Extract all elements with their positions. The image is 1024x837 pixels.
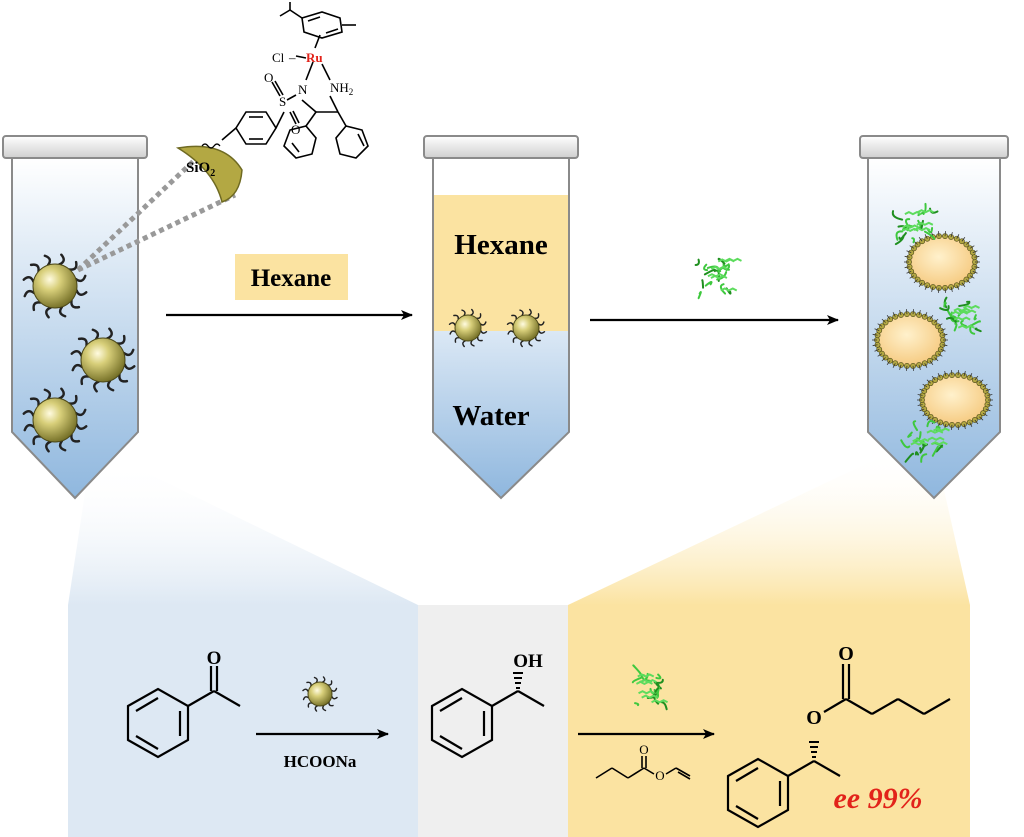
catalyst-particle — [448, 308, 488, 348]
svg-text:NH2: NH2 — [330, 80, 353, 97]
catalyst-particle — [506, 308, 546, 348]
hexane-arrow-label: Hexane — [251, 265, 332, 292]
ester-carbonyl-oxygen: O — [838, 643, 854, 665]
tube-2: Hexane Water — [423, 135, 579, 500]
svg-text:Ru: Ru — [306, 50, 323, 65]
fan-blue — [68, 460, 418, 605]
acetophenone-structure — [126, 666, 241, 759]
lipase-enzyme-icon — [891, 202, 939, 246]
svg-text:O: O — [291, 122, 300, 137]
tube-1 — [2, 135, 148, 500]
zoom-lines — [76, 153, 237, 273]
silica-support: SiO2 — [175, 143, 243, 203]
catalyst-particle — [22, 387, 88, 453]
svg-text:N: N — [298, 82, 308, 97]
ee-result-label: ee 99% — [833, 782, 922, 815]
ru-catalyst-structure — [221, 2, 369, 159]
ester-oxygen: O — [806, 707, 822, 729]
reagent-label: HCOONa — [284, 752, 357, 771]
water-layer-label: Water — [452, 400, 529, 432]
panel-ketone — [68, 605, 418, 837]
lipase-enzyme-icon — [631, 664, 669, 711]
arrow-3: HCOONa — [256, 729, 389, 771]
phenylethanol-structure — [430, 672, 545, 759]
panel-ester — [568, 605, 970, 837]
lipase-enzyme-icon — [900, 419, 950, 463]
catalyst-particle — [302, 676, 338, 712]
svg-text:–: – — [288, 50, 296, 65]
hexane-layer-label: Hexane — [454, 229, 548, 261]
catalyst-atom-labels: Cl – Ru N NH2 S O O — [264, 50, 353, 137]
catalyst-particle — [70, 327, 136, 393]
pickering-droplets — [872, 231, 993, 430]
lipase-enzyme-icon — [694, 257, 742, 300]
svg-text:SiO2: SiO2 — [186, 160, 215, 179]
svg-text:Cl: Cl — [272, 50, 285, 65]
vinyl-ester-o: O — [655, 768, 664, 783]
vinyl-butyrate-structure — [595, 756, 691, 780]
fan-yellow — [568, 450, 970, 605]
vinyl-ester-carbonyl-o: O — [639, 742, 648, 757]
arrow-1: Hexane — [166, 254, 413, 320]
svg-text:O: O — [264, 70, 273, 85]
alcohol-oh: OH — [513, 651, 543, 672]
ester-product-structure — [726, 664, 951, 829]
svg-text:S: S — [279, 94, 286, 109]
lipase-enzyme-icon — [939, 296, 982, 335]
ketone-oxygen: O — [207, 648, 222, 669]
catalyst-particle — [22, 253, 88, 319]
